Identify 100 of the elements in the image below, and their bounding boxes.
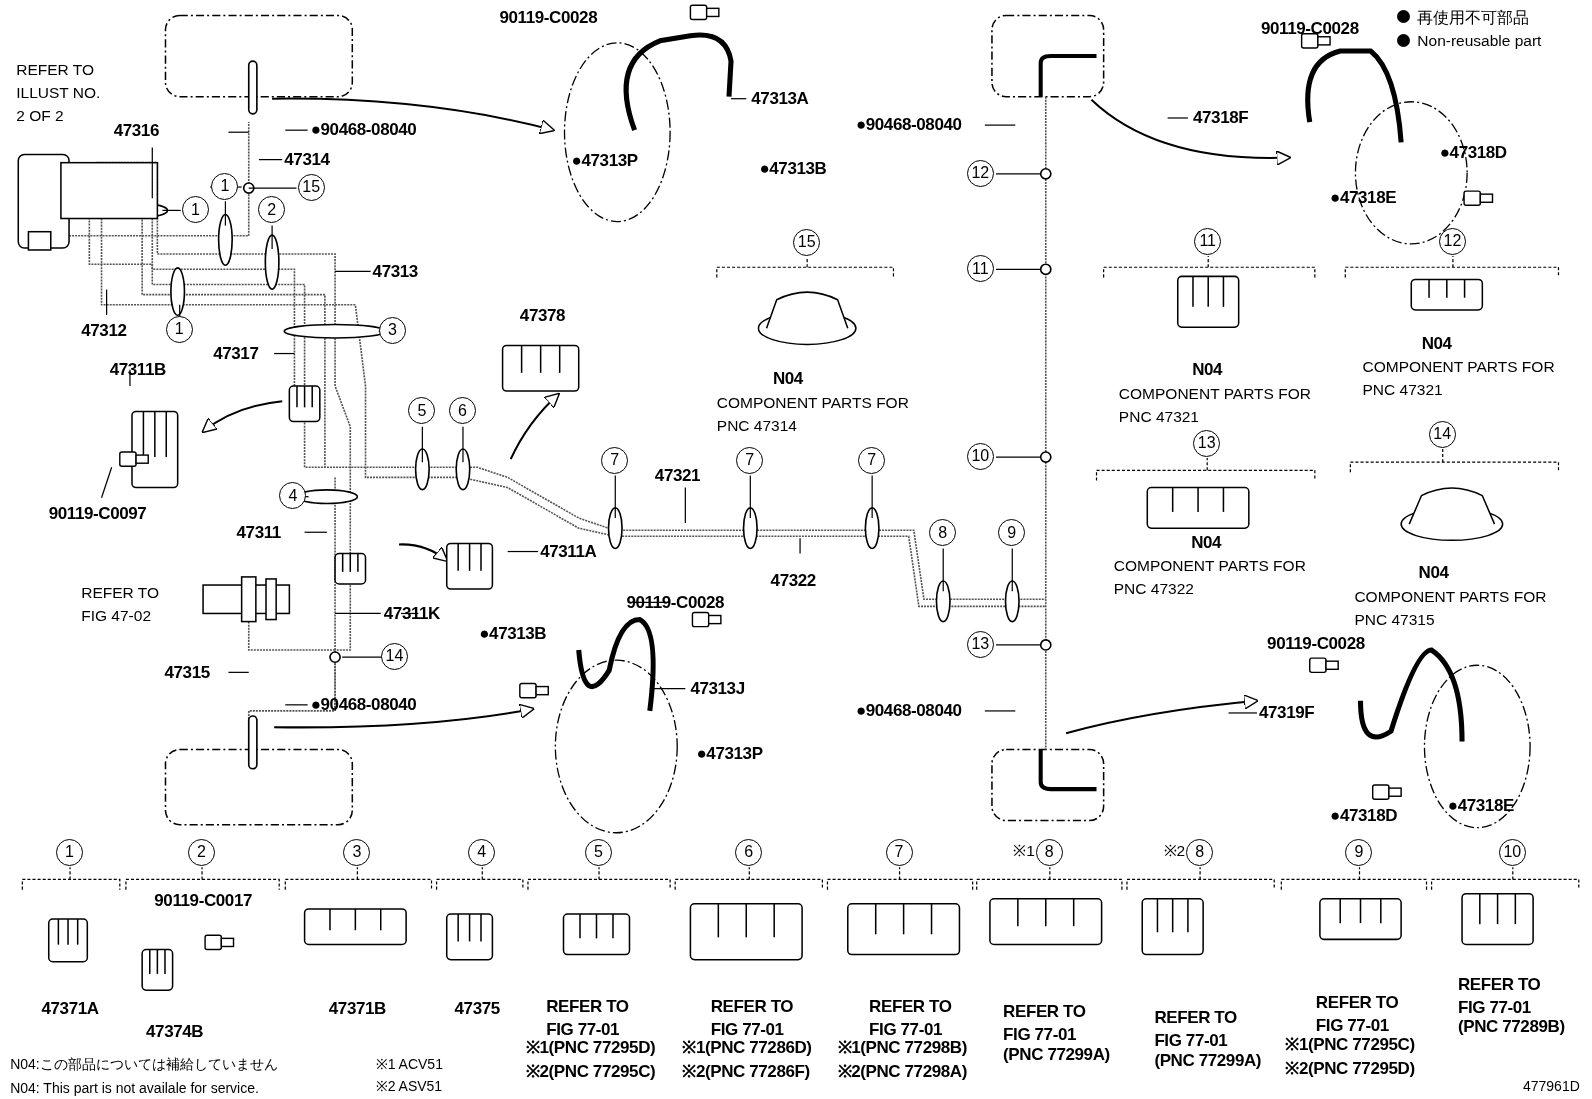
callout-number: 6 <box>735 838 763 866</box>
callout-number: 8 <box>1186 838 1214 866</box>
legend-text: 再使用不可部品 <box>1417 9 1530 25</box>
note-text: 477961D <box>1522 1079 1580 1094</box>
part-number: 47314 <box>284 150 330 168</box>
part-number: ※1(PNC 77295C) <box>1285 1036 1415 1054</box>
callout-number: 10 <box>1498 838 1526 866</box>
part-number: 47371A <box>41 999 99 1017</box>
part-number: ※1(PNC 77298B) <box>837 1039 967 1057</box>
part-number: REFER TO FIG 77-01 <box>546 996 630 1040</box>
label-text: ※1 <box>1013 843 1035 859</box>
callout-number: 6 <box>448 397 476 425</box>
part-number: ●47318E <box>1330 189 1397 207</box>
callout-number: 12 <box>1438 227 1466 255</box>
part-number: ●47318D <box>1439 143 1507 161</box>
part-number: ※2(PNC 77295C) <box>525 1062 656 1080</box>
callout-number: 3 <box>378 317 406 344</box>
part-number: ●47313B <box>479 625 547 643</box>
note-text: N04: This part is not availale for service. <box>10 1081 259 1096</box>
note-text: ※2 ASV51 <box>375 1079 443 1094</box>
callout-number: 1 <box>181 196 209 224</box>
part-number: 47374B <box>146 1023 204 1041</box>
callout-number: 2 <box>258 196 286 224</box>
part-number: ※2(PNC 77295D) <box>1285 1059 1415 1077</box>
callout-number: 3 <box>343 838 371 866</box>
part-number: 47315 <box>164 663 210 681</box>
part-number: REFER TO FIG 77-01 <box>1154 1007 1238 1053</box>
part-number: N04 <box>772 370 803 388</box>
callout-number: 4 <box>468 838 496 866</box>
callout-number: 2 <box>188 838 216 866</box>
part-number: ※2(PNC 77298A) <box>837 1062 967 1080</box>
part-number: REFER TO FIG 77-01 <box>710 996 795 1040</box>
callout-number: 11 <box>966 255 994 283</box>
part-number: 47311 <box>236 523 281 541</box>
part-number: ●90468-08040 <box>855 116 962 134</box>
label-text: COMPONENT PARTS FOR PNC 47315 <box>1354 586 1548 630</box>
callout-number: 11 <box>1194 227 1222 255</box>
part-number: ※1(PNC 77286D) <box>682 1039 812 1057</box>
part-number: 90119-C0028 <box>1267 635 1365 653</box>
part-number: N04 <box>1418 564 1449 582</box>
part-number: 47311A <box>540 542 597 560</box>
callout-number: 7 <box>885 838 913 866</box>
part-number: 47375 <box>454 999 500 1017</box>
part-number: 47312 <box>81 322 127 340</box>
part-number: ●90468-08040 <box>310 696 417 714</box>
part-number: (PNC 77289B) <box>1457 1017 1565 1035</box>
part-number: ※1(PNC 77295D) <box>525 1039 656 1057</box>
part-number: REFER TO FIG 77-01 <box>1003 1001 1087 1047</box>
part-number: 47316 <box>113 122 159 140</box>
part-number: 90119-C0097 <box>48 505 147 523</box>
part-number: 47313 <box>372 262 418 280</box>
part-number: 47321 <box>654 466 701 484</box>
part-number: N04 <box>1192 361 1223 379</box>
part-number: 47317 <box>213 344 259 362</box>
part-number: 47313A <box>751 90 809 107</box>
part-number: (PNC 77299A) <box>1154 1052 1262 1070</box>
part-number: ●90468-08040 <box>310 121 417 139</box>
label-text: COMPONENT PARTS FOR PNC 47314 <box>716 392 910 436</box>
part-number: ●47318D <box>1330 806 1398 824</box>
callout-number: 13 <box>1193 429 1221 457</box>
legend-text: Non-reusable part <box>1417 32 1542 49</box>
callout-number: 15 <box>793 228 821 256</box>
part-number: 47378 <box>519 307 566 325</box>
part-number: ●90468-08040 <box>855 702 962 720</box>
callout-number: 8 <box>1035 838 1063 866</box>
part-number: ●47313B <box>759 160 827 178</box>
callout-number: 1 <box>165 315 193 343</box>
part-number: 47313J <box>690 679 745 697</box>
callout-number: 15 <box>297 173 325 201</box>
part-number: REFER TO FIG 77-01 <box>1457 973 1542 1019</box>
part-number: N04 <box>1191 533 1222 551</box>
part-number: ●47313P <box>696 744 763 762</box>
callout-number: 7 <box>601 446 629 474</box>
part-number: ※2(PNC 77286F) <box>682 1062 810 1080</box>
note-text: N04:この部品については補給していません <box>10 1057 278 1072</box>
callout-number: 8 <box>929 519 957 547</box>
label-text: ※2 <box>1163 843 1186 859</box>
part-number: 47322 <box>770 572 816 590</box>
callout-number: 14 <box>380 642 408 670</box>
part-number: N04 <box>1421 334 1452 352</box>
callout-number: 12 <box>966 159 994 187</box>
part-number: 90119-C0028 <box>499 8 598 26</box>
part-number: 47311B <box>109 361 166 379</box>
part-number: ●47313P <box>571 151 638 169</box>
label-text: COMPONENT PARTS FOR PNC 47321 <box>1362 357 1556 401</box>
callout-number: 1 <box>211 172 239 200</box>
callout-number: 5 <box>585 838 612 866</box>
callout-number: 10 <box>966 442 994 470</box>
part-number: ●47318E <box>1447 796 1514 814</box>
label-text: REFER TO FIG 47-02 <box>81 582 161 626</box>
part-number: 47371B <box>328 999 386 1017</box>
part-number: REFER TO FIG 77-01 <box>1315 991 1400 1037</box>
label-text: COMPONENT PARTS FOR PNC 47322 <box>1113 556 1307 600</box>
note-text: ※1 ACV51 <box>375 1057 443 1072</box>
callout-number: 5 <box>408 397 436 425</box>
callout-number: 14 <box>1428 420 1456 448</box>
callout-number: 7 <box>858 446 886 474</box>
callout-number: 4 <box>279 482 307 510</box>
callout-number: 9 <box>998 519 1026 547</box>
part-number: 90119-C0028 <box>1261 19 1359 37</box>
